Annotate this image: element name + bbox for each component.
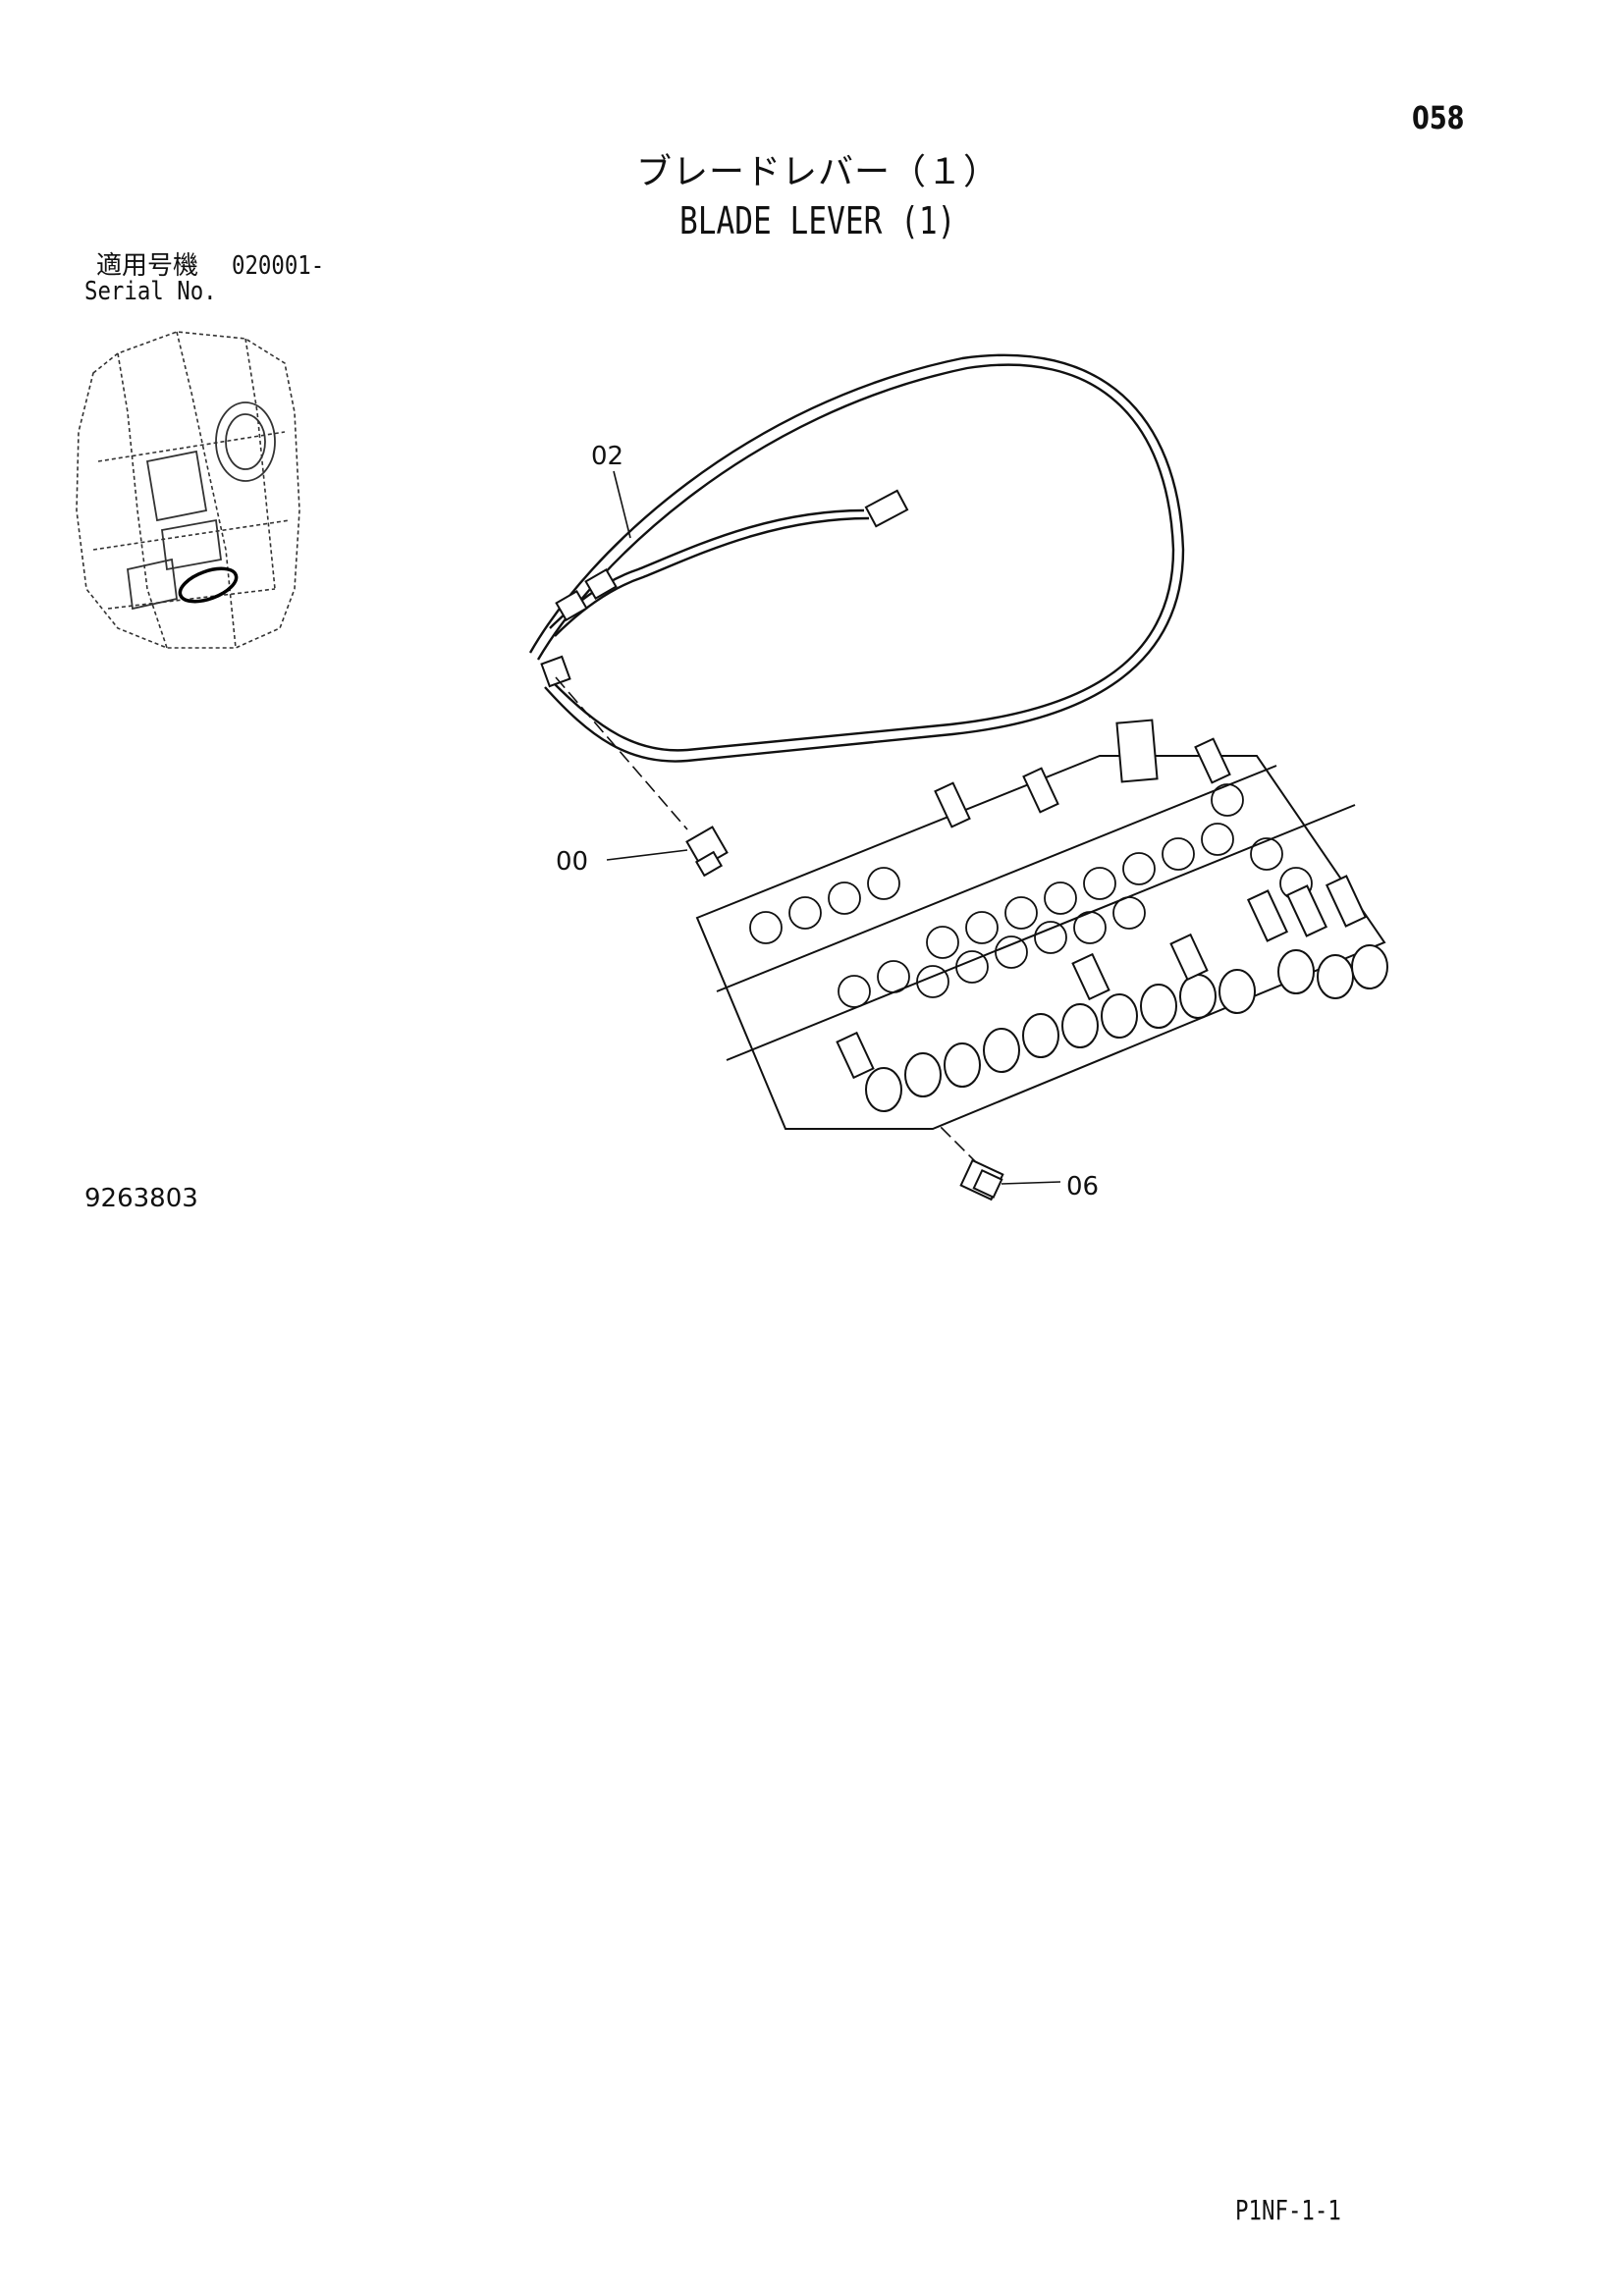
serial-range: 020001- bbox=[232, 251, 325, 281]
callout-06: 06 bbox=[1066, 1172, 1100, 1201]
title-japanese: ブレードレバー（１） bbox=[636, 152, 1001, 192]
serial-label-japanese: 適用号機 bbox=[96, 251, 199, 281]
fitting-00 bbox=[685, 826, 729, 878]
footer-code: P1NF-1-1 bbox=[1235, 2194, 1341, 2226]
fitting-06 bbox=[959, 1158, 1004, 1201]
title-english: BLADE LEVER (1) bbox=[679, 199, 956, 242]
callout-02: 02 bbox=[591, 442, 624, 471]
control-valve-block bbox=[695, 755, 1386, 1130]
page-number: 058 bbox=[1412, 99, 1465, 136]
callout-00: 00 bbox=[556, 847, 589, 877]
hose-02 bbox=[528, 353, 1185, 763]
figure-number: 9263803 bbox=[84, 1184, 198, 1213]
serial-label-english: Serial No. bbox=[84, 277, 217, 306]
